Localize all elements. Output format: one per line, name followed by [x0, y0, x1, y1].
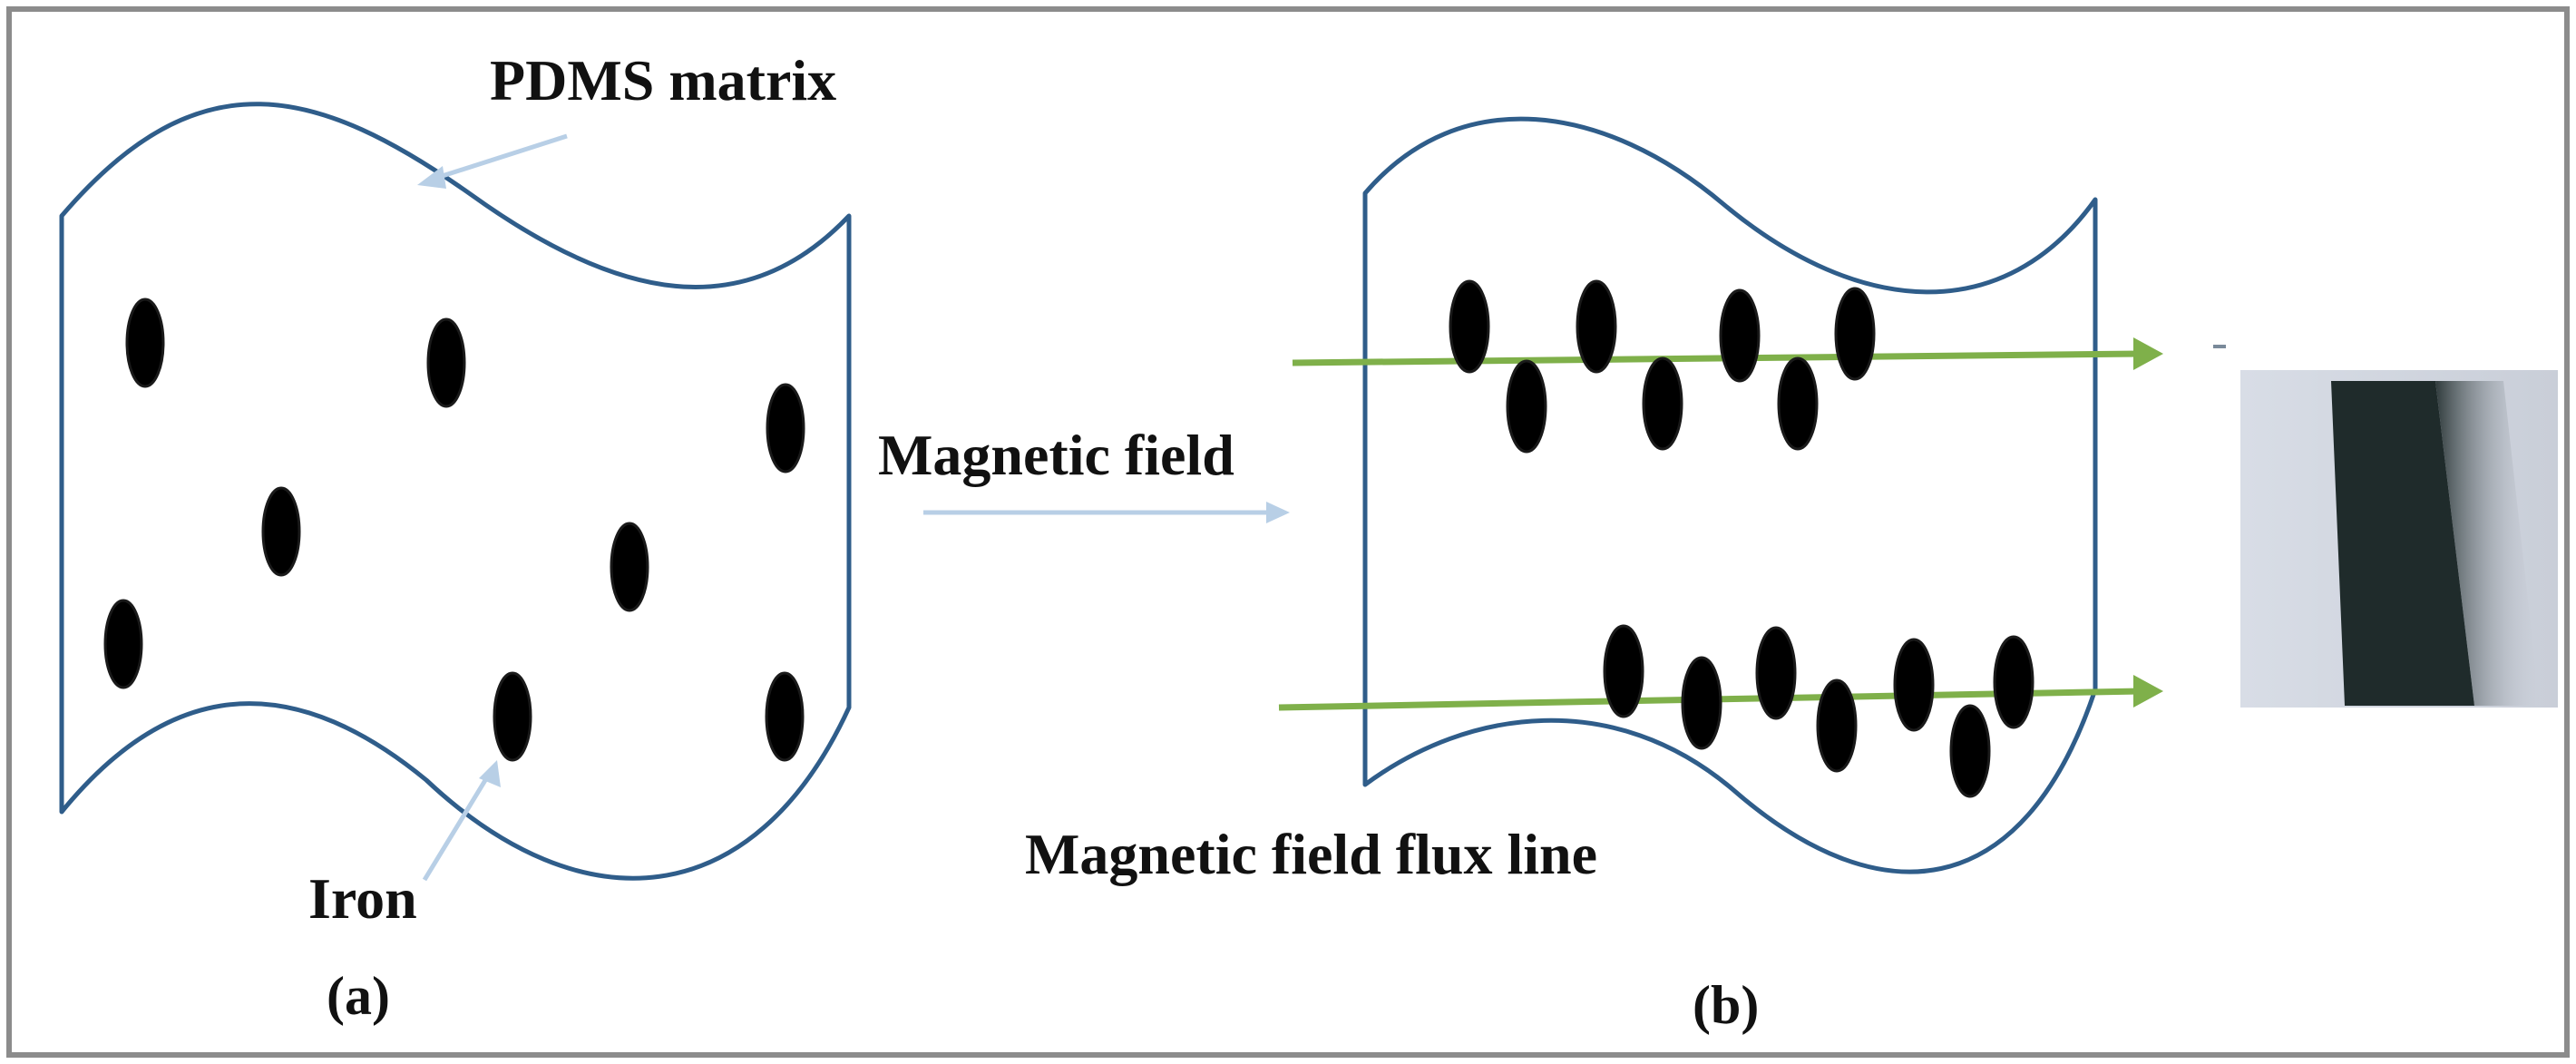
iron-particle [1777, 356, 1819, 451]
flux-arrowhead-upper [2133, 337, 2163, 370]
iron-particle [1576, 279, 1617, 374]
iron-particle [610, 522, 649, 612]
iron-particle [1893, 638, 1935, 732]
panel-b-caption: (b) [1693, 975, 1759, 1035]
iron-pointer-arrow [422, 771, 493, 882]
iron-particles-random [103, 298, 805, 762]
sample-photo [2240, 370, 2558, 708]
applied-field: Magnetic field [878, 423, 1290, 523]
iron-particles-aligned [1449, 279, 2034, 798]
iron-particle [1816, 678, 1858, 773]
iron-pointer-arrowhead [479, 760, 501, 787]
panel-b: Magnetic field flux line (b) [1025, 116, 2163, 1035]
iron-particle [765, 671, 805, 762]
photo-dark-strip [2331, 381, 2474, 706]
pdms-matrix-label: PDMS matrix [490, 48, 836, 112]
photo-strip-shadow [2435, 381, 2540, 706]
iron-particle [1834, 287, 1876, 381]
iron-particle [1719, 288, 1761, 383]
pdms-pointer-arrow [430, 133, 568, 182]
flux-line-upper [1292, 350, 2142, 366]
iron-particle [1755, 626, 1797, 720]
magnetic-field-label: Magnetic field [878, 423, 1234, 487]
iron-particle [426, 317, 466, 408]
magnetic-field-arrowhead [1266, 502, 1290, 523]
iron-particle [261, 486, 301, 577]
panel-a: PDMS matrix Iron (a) [59, 48, 852, 1026]
iron-particle [1603, 624, 1644, 718]
flux-line-label: Magnetic field flux line [1025, 822, 1597, 886]
flux-arrowhead-lower [2133, 675, 2163, 708]
iron-particle [1949, 704, 1991, 798]
stray-mark [2213, 345, 2226, 348]
iron-label: Iron [308, 866, 417, 931]
iron-particle [1993, 635, 2034, 729]
iron-particle [1506, 359, 1547, 454]
iron-particle [103, 599, 143, 689]
panel-a-caption: (a) [327, 966, 390, 1026]
iron-particle [1642, 356, 1683, 451]
pdms-pointer-arrowhead [417, 166, 446, 189]
pdms-sheet-a [59, 102, 852, 881]
iron-particle [125, 298, 165, 388]
iron-particle [493, 671, 532, 762]
iron-particle [1449, 279, 1490, 374]
iron-particle [1681, 656, 1722, 750]
iron-particle [766, 383, 805, 473]
